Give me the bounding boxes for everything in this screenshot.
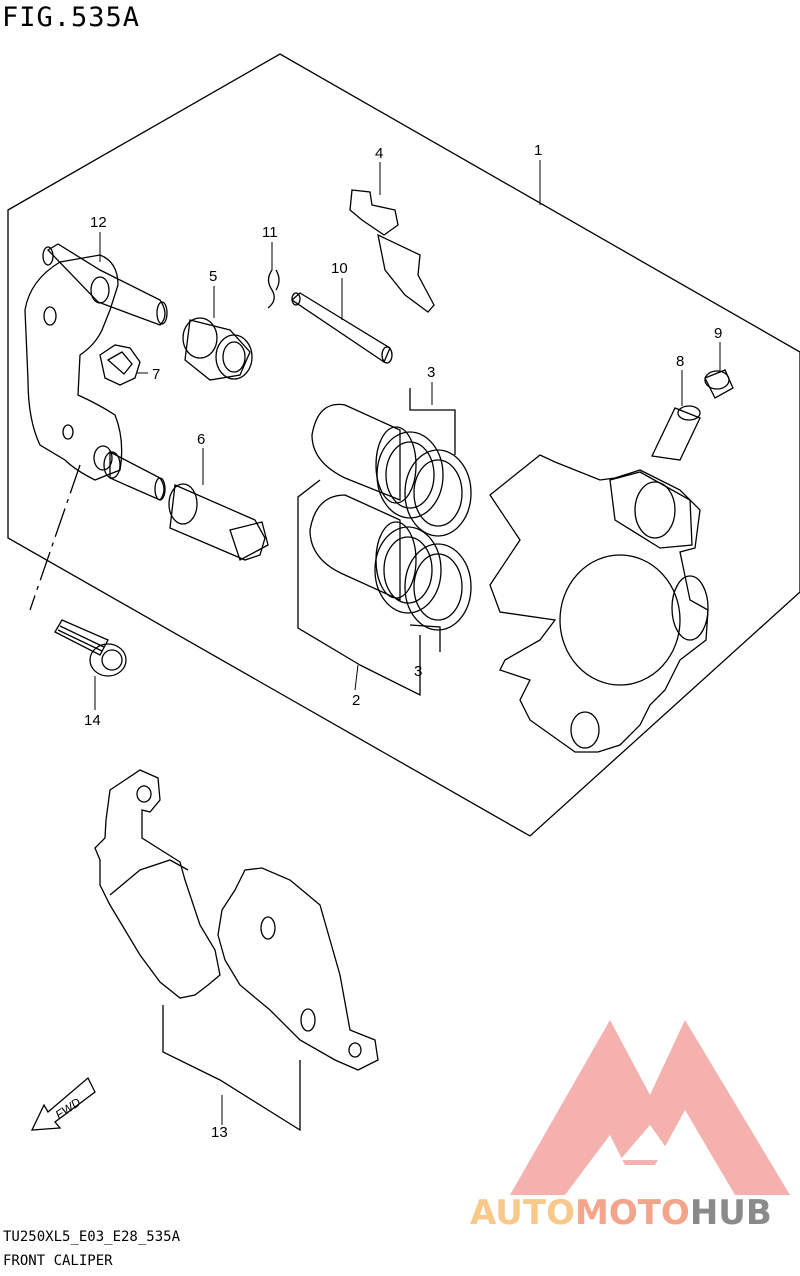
figure-title: FIG.535A xyxy=(2,2,141,33)
caliper-body xyxy=(489,454,709,753)
callout-7: 7 xyxy=(152,366,160,383)
forward-direction-arrow xyxy=(30,1076,96,1131)
callout-1: 1 xyxy=(534,142,542,159)
watermark-text: AUTOMOTOHUB xyxy=(470,1193,772,1233)
automotohub-watermark: AUTOMOTOHUB xyxy=(470,1015,800,1235)
callout-3-lower: 3 xyxy=(414,663,422,680)
pistons xyxy=(297,403,421,697)
piston-seals xyxy=(374,388,472,652)
pad-spring-clip xyxy=(99,344,141,386)
bleeder-screw xyxy=(651,405,701,461)
slide-pin xyxy=(168,483,269,561)
watermark-logo-mark xyxy=(510,1020,790,1195)
watermark-hub: HUB xyxy=(689,1193,772,1233)
pin-clip xyxy=(267,269,280,309)
brake-pads xyxy=(94,769,379,1132)
callout-3-upper: 3 xyxy=(427,364,435,381)
leader-lines xyxy=(94,160,721,1125)
callout-14: 14 xyxy=(84,712,101,729)
caliper-bracket xyxy=(24,243,168,611)
boot xyxy=(182,317,253,381)
callout-10: 10 xyxy=(331,260,348,277)
callout-11: 11 xyxy=(262,224,278,241)
callout-9: 9 xyxy=(714,325,722,342)
watermark-auto: AUTO xyxy=(470,1193,575,1233)
watermark-moto: MOTO xyxy=(574,1193,690,1233)
callout-13: 13 xyxy=(211,1124,228,1141)
diagram-name: FRONT CALIPER xyxy=(3,1253,113,1269)
mounting-bolt xyxy=(54,619,127,677)
callout-12: 12 xyxy=(90,214,107,231)
diagram-code: TU250XL5_E03_E28_535A xyxy=(3,1229,181,1245)
pad-spring xyxy=(349,189,435,313)
callout-4: 4 xyxy=(375,145,383,162)
callout-5: 5 xyxy=(209,268,217,285)
assembly-outline xyxy=(7,53,800,837)
callout-2: 2 xyxy=(352,692,360,709)
callout-6: 6 xyxy=(197,431,205,448)
pad-pin xyxy=(290,292,393,364)
callout-8: 8 xyxy=(676,353,684,370)
bleeder-cap xyxy=(704,369,734,399)
